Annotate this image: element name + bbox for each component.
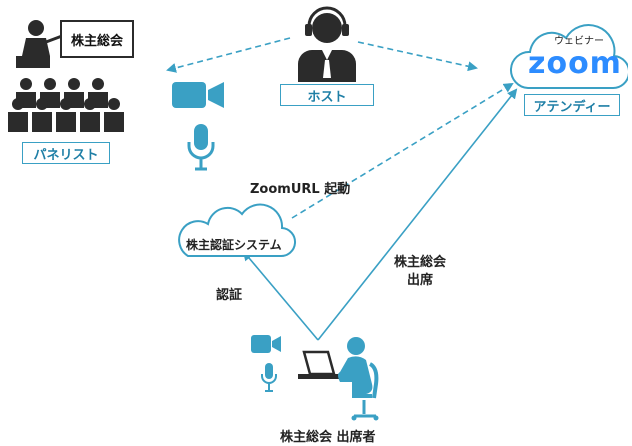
host-label: ホスト <box>280 84 374 106</box>
attendee-microphone-icon <box>261 363 277 392</box>
presenter-audience-illustration <box>8 20 124 132</box>
meeting-attend-label: 株主総会 出席 <box>394 254 446 290</box>
attendee-label: アテンディー <box>524 94 620 116</box>
attendee-caption: 株主総会 出席者 <box>280 430 376 445</box>
auth-system-label: 株主認証システム <box>186 238 282 252</box>
panelist-label: パネリスト <box>22 142 110 164</box>
presenter-icon <box>16 20 63 68</box>
webinar-label: ウェビナー <box>554 36 604 47</box>
board-text: 株主総会 <box>70 33 123 49</box>
host-to-zoom-arrow <box>357 41 478 72</box>
shareholder-meeting-board: 株主総会 <box>60 20 134 58</box>
meeting-attend-line1: 株主総会 <box>394 255 447 270</box>
microphone-icon <box>187 124 215 171</box>
zoom-logo: zoom <box>528 46 622 81</box>
auth-system-cloud <box>178 203 297 258</box>
attendee-to-auth-arrow <box>242 250 319 341</box>
video-camera-icon <box>172 82 224 108</box>
host-to-panelist-arrow <box>166 37 291 73</box>
meeting-attend-line2: 出席 <box>407 273 434 288</box>
cloud-icon <box>509 24 628 90</box>
auth-to-zoom-arrow <box>291 82 514 219</box>
authentication-label: 認証 <box>216 288 243 303</box>
laptop-user-icon <box>298 337 379 421</box>
zoom-url-launch-label: ZoomURL 起動 <box>250 182 351 197</box>
attendee-to-zoom-arrow <box>317 88 518 341</box>
audience-icon <box>8 78 124 132</box>
attendee-video-camera-icon <box>251 335 281 353</box>
headset-operator-icon <box>298 6 356 82</box>
